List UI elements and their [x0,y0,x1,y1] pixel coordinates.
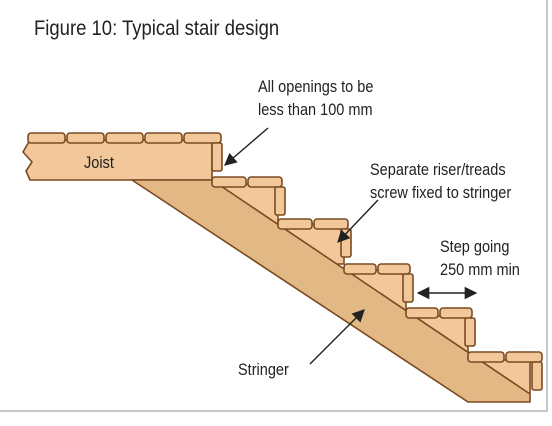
step-going-label: Step going 250 mm min [440,236,520,282]
step-going-label-line2: 250 mm min [440,261,520,279]
openings-arrow [224,127,269,166]
figure-title: Figure 10: Typical stair design [34,17,280,40]
riser-arrow [337,199,379,243]
joist-decking [27,132,222,144]
joist-beam [22,139,213,181]
openings-label: All openings to be less than 100 mm [258,76,373,122]
joist-fascia [211,142,223,172]
step-3 [343,263,414,303]
step-going-label-line1: Step going [440,238,510,256]
riser-label: Separate riser/treads screw fixed to str… [370,159,511,205]
stringer-label: Stringer [238,361,289,379]
stringer-arrow [309,309,365,365]
step-5 [467,351,543,391]
stringer-beam [131,179,531,403]
step-4 [405,307,476,347]
riser-label-line1: Separate riser/treads [370,161,506,179]
openings-label-line1: All openings to be [258,78,374,96]
step-1 [211,176,286,216]
joist-label: Joist [84,154,114,172]
riser-label-line2: screw fixed to stringer [370,184,512,202]
openings-label-line2: less than 100 mm [258,101,373,119]
